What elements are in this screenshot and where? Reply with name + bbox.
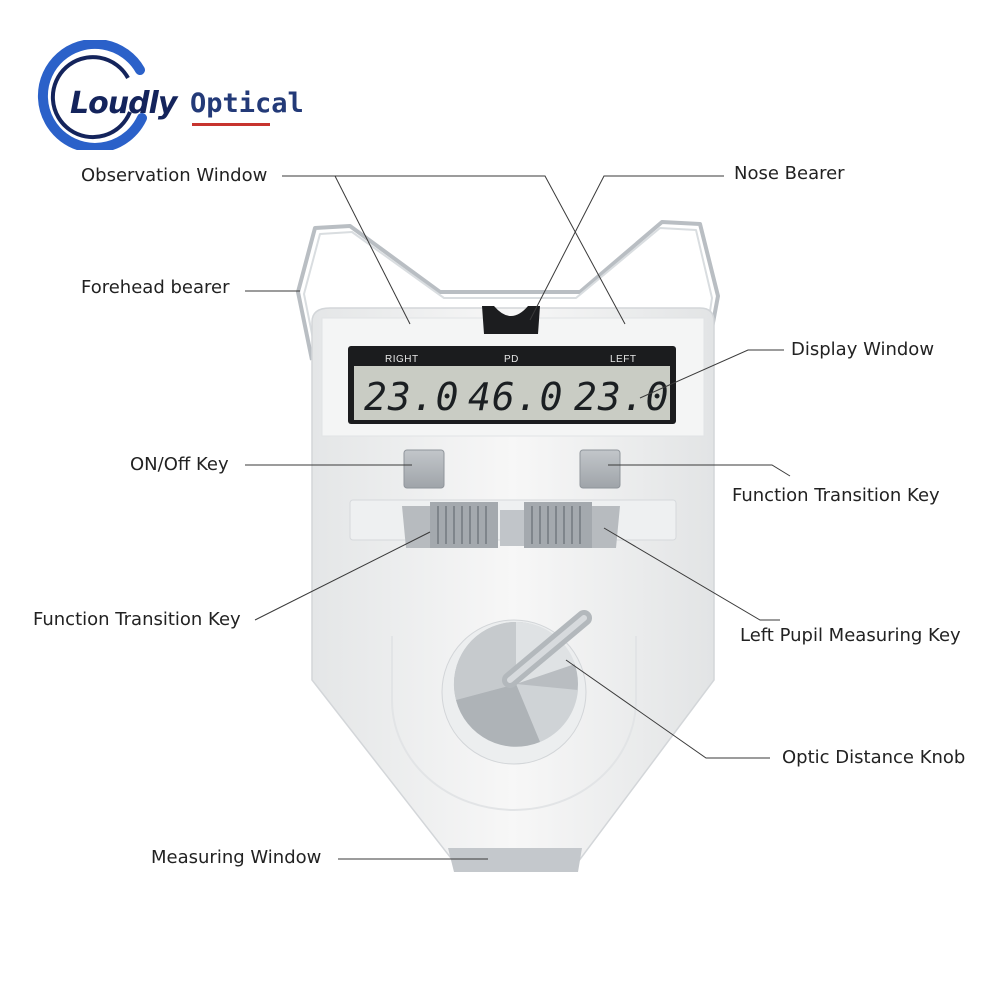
label-left-pupil-measuring-key: Left Pupil Measuring Key xyxy=(740,625,961,646)
label-nose-bearer: Nose Bearer xyxy=(734,163,845,184)
brand-name: Optical xyxy=(190,88,304,119)
lcd-label-pd: PD xyxy=(504,354,519,365)
nose-bearer xyxy=(482,306,540,334)
label-function-transition-key-right: Function Transition Key xyxy=(732,485,940,506)
slider-center-block xyxy=(500,510,524,546)
lcd-screen xyxy=(354,366,670,420)
leader-lines xyxy=(245,175,791,860)
lcd-value-pd: 46.0 xyxy=(468,375,564,419)
label-on-off-key: ON/Off Key xyxy=(130,454,229,475)
function-transition-key-left[interactable] xyxy=(402,502,498,548)
logo-ring-inner-icon xyxy=(50,55,132,140)
label-observation-window: Observation Window xyxy=(81,165,268,186)
lcd-label-left: LEFT xyxy=(610,354,636,365)
label-measuring-window: Measuring Window xyxy=(151,847,322,868)
label-function-transition-key-left: Function Transition Key xyxy=(33,609,241,630)
knob-recess xyxy=(391,636,637,811)
label-optic-distance-knob: Optic Distance Knob xyxy=(782,747,966,768)
lcd-label-right: RIGHT xyxy=(385,354,419,365)
brand-logo xyxy=(37,40,147,150)
optic-distance-knob[interactable] xyxy=(453,610,592,747)
label-forehead-bearer: Forehead bearer xyxy=(81,277,230,298)
left-pupil-measuring-key[interactable] xyxy=(524,502,620,548)
lcd-value-left: 23.0 xyxy=(574,375,670,419)
measuring-window xyxy=(448,848,582,872)
label-display-window: Display Window xyxy=(791,339,935,360)
lcd-value-right: 23.0 xyxy=(364,375,460,419)
logo-ring-icon xyxy=(37,40,147,150)
forehead-bearer xyxy=(296,220,720,365)
logo-word: Loudly xyxy=(70,86,177,121)
function-transition-key-right[interactable] xyxy=(579,449,621,489)
on-off-key[interactable] xyxy=(403,449,445,489)
brand-underline xyxy=(192,123,270,126)
